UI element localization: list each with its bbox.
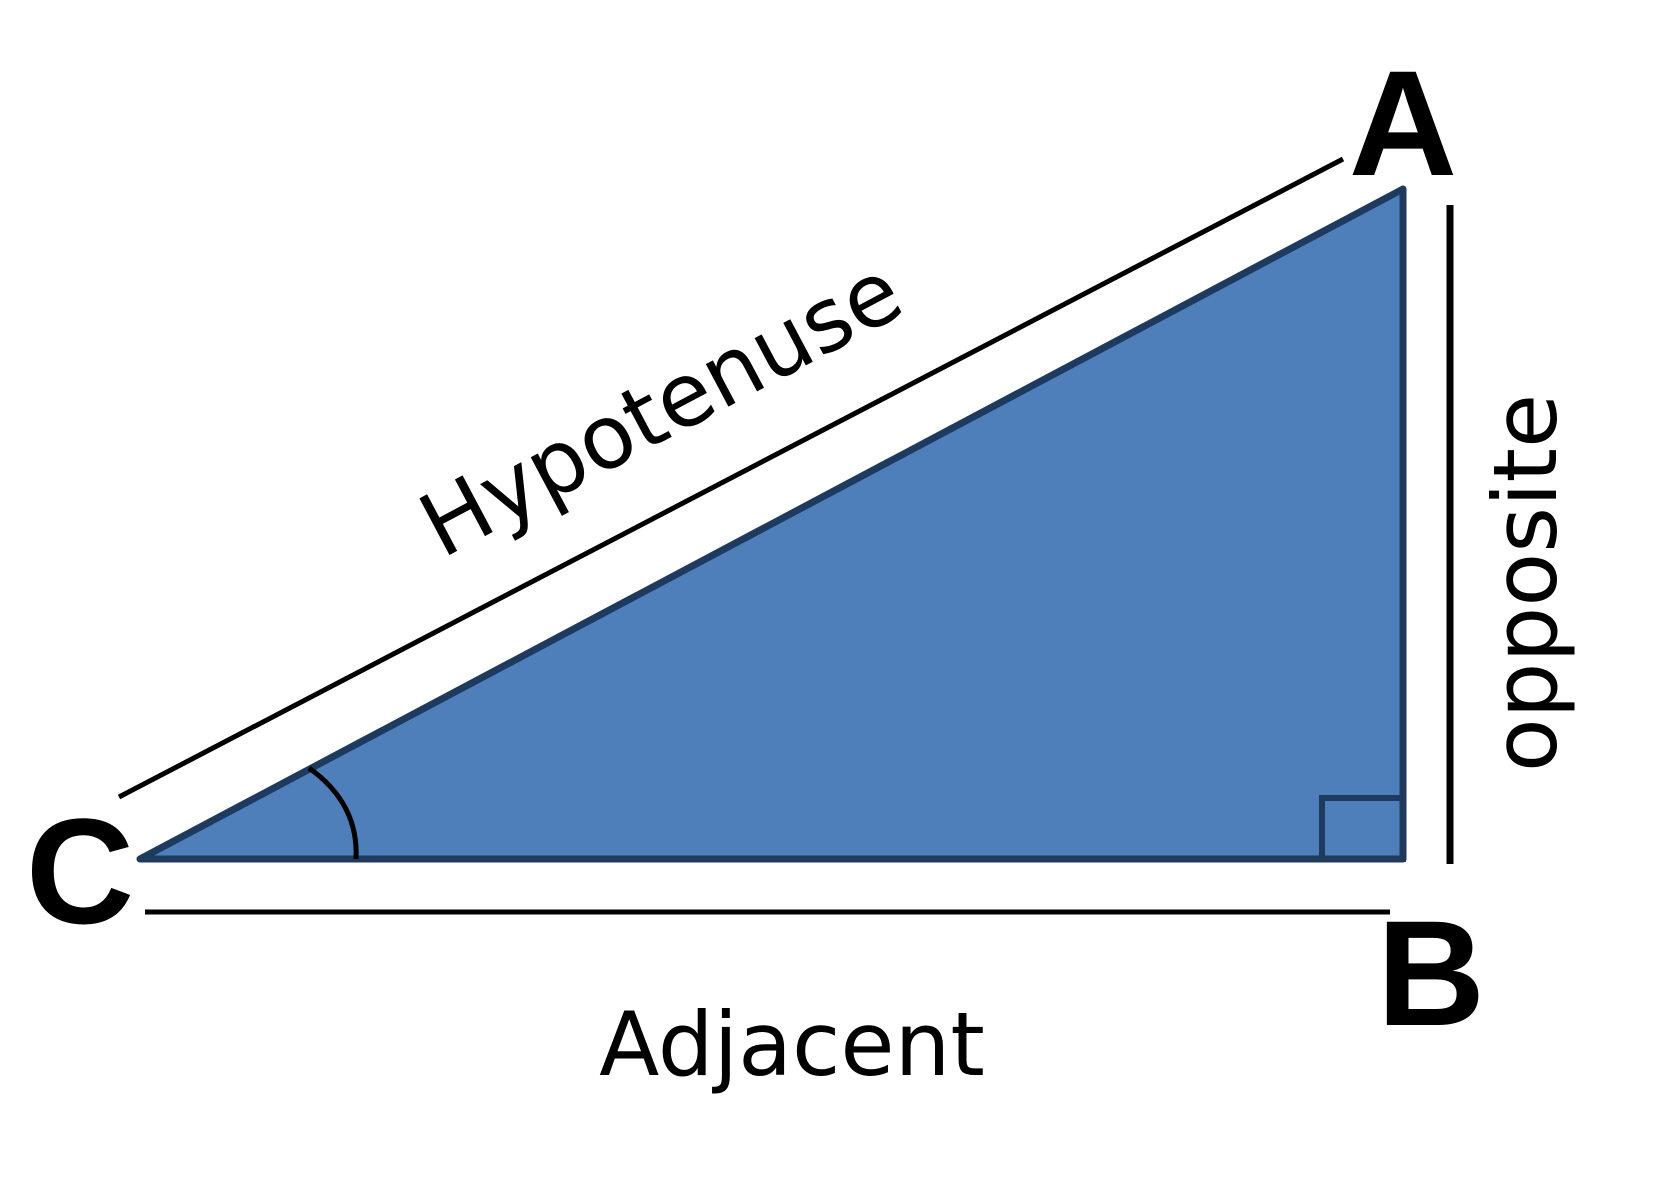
opposite-label: opposite [1474,394,1577,772]
angle-arc [307,765,359,860]
vertex-label-a: A [1349,39,1457,207]
vertex-label-b: B [1377,889,1485,1057]
vertex-label-c: C [26,787,134,955]
hypotenuse-line [117,156,1345,800]
adjacent-label: Adjacent [599,993,985,1096]
triangle-body [136,185,1407,863]
right-angle-marker [1319,795,1406,862]
